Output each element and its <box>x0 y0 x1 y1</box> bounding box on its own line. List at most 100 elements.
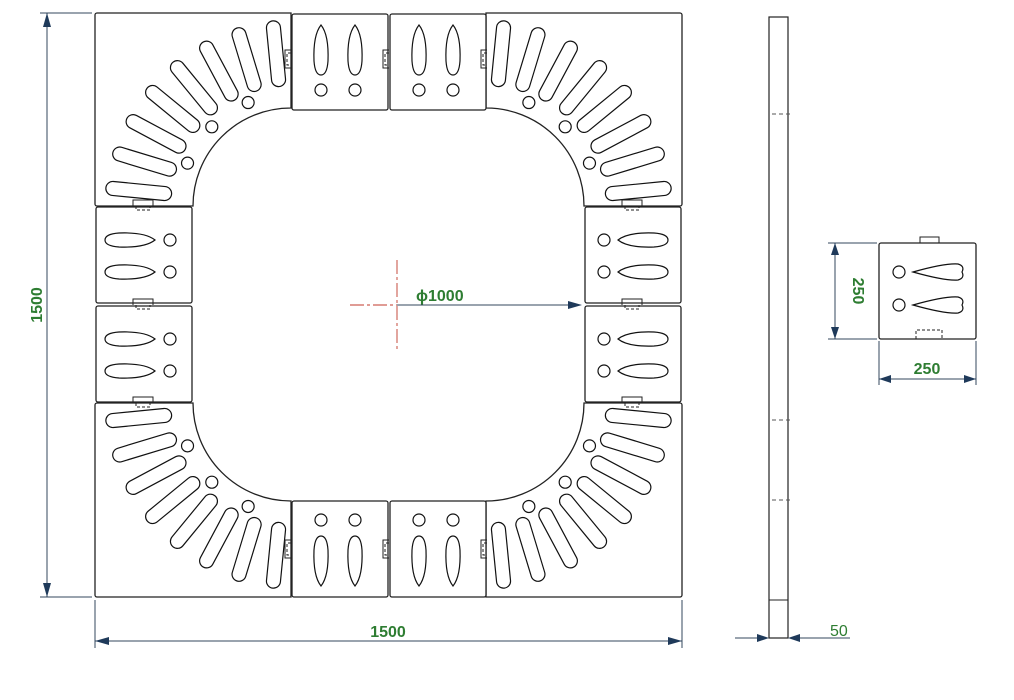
connector-clip-hidden <box>624 403 640 408</box>
teardrop-slot <box>347 535 363 587</box>
bolt-hole <box>180 439 195 453</box>
edge-panel-topbottom <box>389 500 487 598</box>
center-mark <box>350 260 445 352</box>
connector-clip <box>132 298 154 305</box>
inner-diameter-label: ϕ1000 <box>416 288 464 305</box>
bolt-hole <box>348 83 362 97</box>
radial-slot <box>125 455 187 495</box>
bolt-hole <box>522 499 536 514</box>
edge-panel-side <box>584 206 682 304</box>
edge-panel-topbottom <box>291 13 389 111</box>
radial-slots-top-left <box>105 20 287 202</box>
connector-clip-hidden <box>624 206 640 211</box>
radial-slot <box>199 507 239 569</box>
bolt-hole <box>446 83 460 97</box>
teardrop-slot <box>313 535 329 587</box>
teardrop-slot <box>445 24 461 76</box>
bolt-hole <box>582 156 597 170</box>
panel-height-dimension <box>828 242 877 340</box>
bolt-hole <box>314 83 328 97</box>
panel-outline <box>291 13 389 111</box>
radial-slot <box>604 407 672 429</box>
connector-clip-hidden <box>286 52 291 66</box>
connector-clip <box>480 539 487 559</box>
connector-clip <box>621 199 643 206</box>
bolt-hole <box>241 499 255 514</box>
teardrop-slot <box>104 363 156 379</box>
bolt-hole <box>348 513 362 527</box>
radial-slot <box>590 114 652 154</box>
panel-outline <box>95 305 193 403</box>
teardrop-slot <box>313 24 329 76</box>
bolt-hole <box>446 513 460 527</box>
bolt-hole <box>205 475 219 489</box>
thickness-label: 50 <box>830 623 848 640</box>
edge-panels <box>95 13 682 598</box>
connector-clip-hidden <box>482 542 487 556</box>
corner-panel-bottom-right <box>485 402 683 598</box>
total-height-label: 1500 <box>29 287 46 323</box>
radial-slot <box>538 40 578 102</box>
radial-slot <box>599 146 665 177</box>
teardrop-slot <box>617 363 669 379</box>
grate-assembly: ϕ1000 <box>94 12 683 598</box>
connector-clip <box>382 49 389 69</box>
radial-slot <box>169 60 219 116</box>
width-dimension <box>94 600 683 648</box>
radial-slots-top-right <box>490 20 672 202</box>
bolt-hole <box>241 95 255 110</box>
bolt-hole <box>582 439 597 453</box>
connector-clip <box>480 49 487 69</box>
connector-clip <box>382 539 389 559</box>
panel-outline <box>584 206 682 304</box>
diameter-leader <box>397 301 582 309</box>
connector-clip-hidden <box>624 305 640 310</box>
connector-clip <box>621 396 643 403</box>
radial-slot <box>105 180 173 202</box>
connector-clip-hidden <box>384 52 389 66</box>
connector-clip <box>284 49 291 69</box>
radial-slot <box>604 180 672 202</box>
panel-width-label: 250 <box>914 361 941 378</box>
bolt-hole <box>597 332 611 346</box>
edge-panel-side <box>95 305 193 403</box>
edge-panel-side <box>95 206 193 304</box>
radial-slots-bottom-left <box>105 407 287 589</box>
edge-panel-topbottom <box>291 500 389 598</box>
radial-slot <box>145 84 201 134</box>
thickness-dimension <box>735 634 850 642</box>
radial-slot <box>490 521 512 589</box>
radial-slot <box>515 27 546 93</box>
height-dimension <box>40 12 92 598</box>
bolt-hole <box>180 156 195 170</box>
radial-slot <box>590 455 652 495</box>
teardrop-slot <box>617 264 669 280</box>
radial-slot <box>112 146 178 177</box>
radial-slot <box>599 432 665 463</box>
panel-outline <box>95 206 193 304</box>
radial-slot <box>169 493 219 549</box>
radial-slot <box>558 60 608 116</box>
connector-clip <box>132 199 154 206</box>
teardrop-slot <box>411 24 427 76</box>
bolt-hole <box>597 233 611 247</box>
connector-clip-hidden <box>384 542 389 556</box>
teardrop-slot <box>104 331 156 347</box>
radial-slot <box>576 475 632 525</box>
bolt-hole <box>412 513 426 527</box>
edge-panel-side <box>584 305 682 403</box>
side-view <box>768 16 790 639</box>
total-width-label: 1500 <box>370 624 406 641</box>
connector-clip-hidden <box>135 305 151 310</box>
panel-width-dimension <box>878 341 977 385</box>
radial-slot <box>490 20 512 88</box>
bolt-hole <box>163 265 177 279</box>
connector-clip-hidden <box>286 542 291 556</box>
panel-outline <box>291 500 389 598</box>
connector-clip-hidden <box>135 403 151 408</box>
panel-outline <box>389 13 487 111</box>
bolt-hole <box>163 332 177 346</box>
teardrop-slot <box>347 24 363 76</box>
bolt-hole <box>412 83 426 97</box>
radial-slot <box>145 475 201 525</box>
